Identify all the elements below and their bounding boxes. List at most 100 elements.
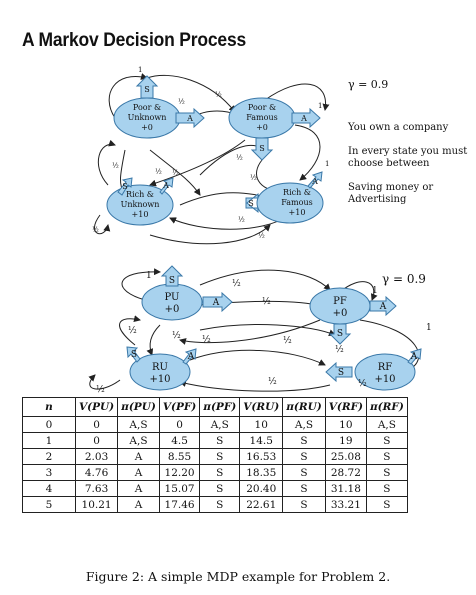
table-cell: S — [366, 464, 408, 481]
table-cell: 33.21 — [324, 496, 368, 513]
table-header: π(PU) — [117, 397, 160, 417]
table-cell: 10 — [239, 416, 284, 433]
state-rf — [354, 353, 416, 391]
action-s-arrow — [250, 137, 274, 161]
action-label: A — [300, 114, 307, 123]
prob-label: ½ — [128, 325, 137, 336]
action-a-arrow — [175, 107, 205, 129]
figure-caption: Figure 2: A simple MDP example for Probl… — [85, 569, 391, 584]
table-cell: S — [199, 464, 241, 481]
table-cell: 22.61 — [239, 496, 284, 513]
note-choose: In every state you must choose between — [348, 146, 468, 169]
action-s-arrow — [117, 177, 133, 196]
prob-label: ½ — [92, 226, 99, 234]
prob-label: ½ — [232, 278, 241, 289]
prob-label: ½ — [178, 98, 185, 106]
table-header: V(RU) — [239, 397, 284, 417]
table-cell: 0 — [158, 416, 201, 433]
action-label: S — [259, 144, 264, 153]
prob-label: ½ — [155, 168, 162, 176]
table-cell: S — [366, 480, 408, 497]
state-reward: +0 — [141, 123, 153, 132]
action-label: S — [338, 368, 344, 378]
prob-label: ½ — [268, 376, 277, 387]
state-label: PU — [165, 292, 180, 303]
table-header: π(RU) — [282, 397, 326, 417]
prob-label: 1 — [426, 323, 432, 333]
table-cell: 14.5 — [239, 432, 284, 449]
table-cell: 2 — [22, 448, 76, 465]
state-label: RU — [152, 362, 168, 373]
action-label: A — [212, 298, 220, 308]
bottom-mdp-diagram: PU +0 PF +0 RU +10 RF +10 S A A S S A S — [88, 265, 432, 395]
table-cell: A,S — [117, 432, 160, 449]
action-label: S — [169, 276, 175, 286]
table-header: π(RF) — [366, 397, 408, 417]
action-label: A — [186, 114, 193, 123]
action-label: S — [248, 199, 253, 208]
prob-label: 1 — [146, 271, 152, 281]
table-cell: 5 — [22, 496, 76, 513]
table-cell: S — [366, 432, 408, 449]
action-a-arrow — [202, 291, 233, 313]
table-cell: 8.55 — [158, 448, 201, 465]
prob-label: ½ — [215, 91, 222, 99]
table-cell: 25.08 — [324, 448, 368, 465]
action-a-arrow — [307, 171, 323, 189]
table-cell: 1 — [22, 432, 76, 449]
table-cell: S — [282, 432, 326, 449]
state-label: Poor & — [248, 103, 276, 112]
table-cell: S — [282, 448, 326, 465]
table-row: 0 0 A,S 0 A,S 10 A,S 10 A,S — [22, 416, 408, 433]
prob-label: ½ — [172, 330, 181, 341]
table-header: V(RF) — [324, 397, 368, 417]
action-label: A — [162, 181, 169, 190]
state-reward: +0 — [256, 123, 268, 132]
table-cell: A,S — [117, 416, 160, 433]
table-row: 2 2.03 A 8.55 S 16.53 S 25.08 S — [22, 448, 408, 465]
action-label: A — [410, 352, 418, 362]
state-ru — [129, 353, 191, 391]
prob-label: ½ — [202, 334, 211, 345]
table-cell: 15.07 — [158, 480, 201, 497]
prob-label: ½ — [335, 344, 344, 355]
table-header: V(PF) — [158, 397, 201, 417]
state-label: Unknown — [128, 113, 167, 122]
value-iteration-table: n V(PU) π(PU) V(PF) π(PF) V(RU) π(RU) V(… — [22, 397, 408, 513]
action-label: A — [379, 302, 387, 312]
table-cell: 0 — [74, 432, 119, 449]
state-reward: +0 — [165, 304, 180, 315]
table-cell: 20.40 — [239, 480, 284, 497]
table-header-row: n V(PU) π(PU) V(PF) π(PF) V(RU) π(RU) V(… — [22, 397, 408, 417]
table-cell: S — [282, 480, 326, 497]
table-cell: S — [366, 496, 408, 513]
table-cell: 10.21 — [74, 496, 119, 513]
prob-label: ½ — [358, 378, 367, 389]
state-label: Famous — [246, 113, 277, 122]
table-row: 4 7.63 A 15.07 S 20.40 S 31.18 S — [22, 480, 408, 497]
table-header: V(PU) — [74, 397, 119, 417]
table-cell: 0 — [74, 416, 119, 433]
table-cell: 31.18 — [324, 480, 368, 497]
action-s-arrow — [245, 192, 259, 214]
table-cell: 10 — [324, 416, 368, 433]
action-label: S — [144, 85, 149, 94]
action-a-arrow — [182, 348, 197, 365]
table-row: 5 10.21 A 17.46 S 22.61 S 33.21 S — [22, 496, 408, 513]
table-cell: 28.72 — [324, 464, 368, 481]
state-reward: +10 — [149, 374, 170, 385]
prob-label: ½ — [238, 216, 245, 224]
state-label: Poor & — [133, 103, 161, 112]
prob-label: ½ — [262, 296, 271, 307]
state-rich-unknown — [106, 184, 174, 226]
action-label: A — [311, 177, 318, 186]
table-header: n — [22, 397, 76, 417]
table-cell: 4.76 — [74, 464, 119, 481]
state-label: Unknown — [121, 200, 160, 209]
prob-label: ½ — [283, 335, 292, 346]
table-cell: 17.46 — [158, 496, 201, 513]
state-label: Famous — [281, 198, 312, 207]
prob-label: ½ — [250, 174, 257, 182]
action-label: S — [131, 350, 137, 360]
table-cell: 16.53 — [239, 448, 284, 465]
